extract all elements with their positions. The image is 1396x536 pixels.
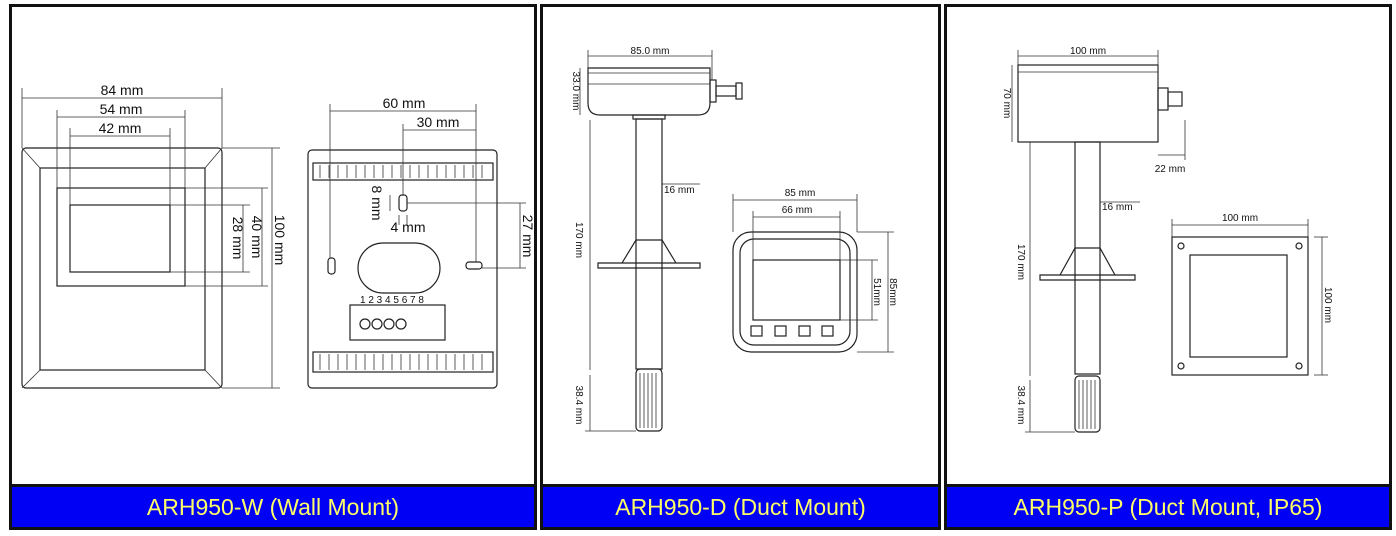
- display-window: [69, 204, 171, 273]
- panel-duct-mount-ip65: 100 mm 70 mm 22 mm 16 mm 170 mm 38.4 mm …: [944, 4, 1392, 530]
- dim-100mm-right: 100 mm: [1322, 287, 1333, 323]
- dim-16mm: 16 mm: [1102, 202, 1133, 213]
- dim-30mm: 30 mm: [417, 114, 460, 130]
- dim-40mm: 40 mm: [249, 216, 265, 259]
- caption-wall-mount: ARH950-W (Wall Mount): [12, 484, 534, 527]
- front-view: [21, 147, 223, 389]
- dim-28mm: 28 mm: [230, 217, 246, 260]
- dim-8mm: 8 mm: [369, 186, 385, 221]
- dim-51mm: 51mm: [871, 278, 882, 306]
- terminal-numbers: 1 2 3 4 5 6 7 8: [360, 295, 424, 306]
- dim-100mm-front: 100 mm: [1222, 213, 1258, 224]
- terminal-block: [349, 304, 446, 341]
- dim-85mm: 85 mm: [785, 188, 816, 199]
- caption-duct-mount: ARH950-D (Duct Mount): [543, 484, 938, 527]
- dim-170mm: 170 mm: [573, 222, 584, 258]
- dim-84mm: 84 mm: [101, 82, 144, 98]
- caption-duct-mount-ip65: ARH950-P (Duct Mount, IP65): [947, 484, 1389, 527]
- display-front-view: [732, 231, 858, 353]
- dim-85mm-vertical: 85mm: [887, 278, 898, 306]
- dim-60mm: 60 mm: [383, 95, 426, 111]
- dim-22mm: 22 mm: [1155, 164, 1186, 175]
- ip65-front-view: [1171, 236, 1309, 376]
- dim-70mm: 70 mm: [1001, 88, 1012, 119]
- dim-100mm-top: 100 mm: [1070, 46, 1106, 57]
- sensor-filter: [1074, 375, 1101, 433]
- back-view: [307, 149, 498, 389]
- cable-opening: [357, 242, 441, 294]
- sensor-filter: [635, 368, 663, 432]
- display-bezel: [56, 187, 186, 287]
- dim-42mm: 42 mm: [99, 120, 142, 136]
- duct-mount-ip65-drawing: 100 mm 70 mm 22 mm 16 mm 170 mm 38.4 mm …: [1001, 46, 1333, 433]
- dim-33mm: 33.0 mm: [570, 72, 581, 111]
- dim-4mm: 4 mm: [391, 219, 426, 235]
- duct-housing: [587, 67, 743, 116]
- dim-100mm: 100 mm: [272, 215, 288, 266]
- dim-170mm: 170 mm: [1015, 244, 1026, 280]
- dim-54mm: 54 mm: [100, 101, 143, 117]
- dim-38-4mm: 38.4 mm: [1015, 386, 1026, 425]
- ip65-probe: [1039, 141, 1136, 433]
- dim-38-4mm: 38.4 mm: [573, 386, 584, 425]
- duct-mount-drawing: 85.0 mm 33.0 mm 16 mm 170 mm 38.4 mm 85 …: [570, 46, 898, 432]
- wall-mount-drawing: 84 mm 54 mm 42 mm 28 mm 40 mm 100 mm 1 2…: [21, 82, 534, 389]
- duct-probe: [597, 114, 701, 432]
- dim-66mm: 66 mm: [782, 205, 813, 216]
- panel-duct-mount: 85.0 mm 33.0 mm 16 mm 170 mm 38.4 mm 85 …: [540, 4, 941, 530]
- ip65-housing: [1017, 64, 1183, 143]
- panel-wall-mount: 84 mm 54 mm 42 mm 28 mm 40 mm 100 mm 1 2…: [9, 4, 537, 530]
- dim-27mm: 27 mm: [520, 215, 534, 258]
- dim-85-0mm: 85.0 mm: [631, 46, 670, 57]
- dim-16mm: 16 mm: [664, 185, 695, 196]
